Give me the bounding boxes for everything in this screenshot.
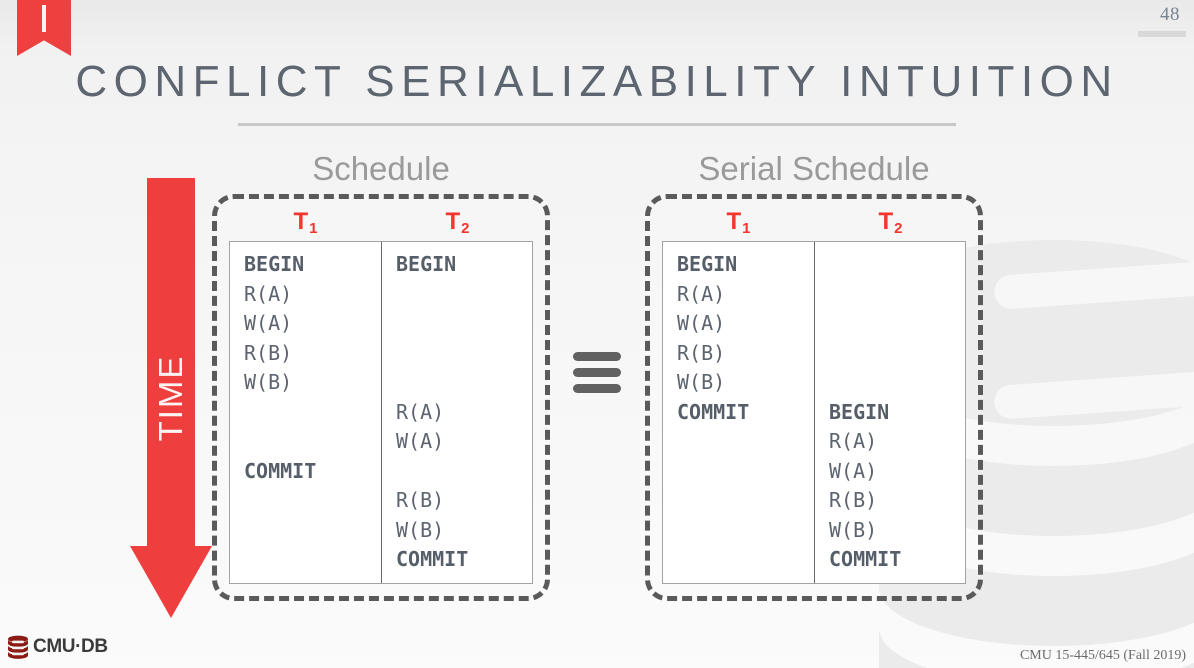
schedule-op: R(B) [677, 340, 726, 365]
slide-number: 48 [1160, 4, 1180, 25]
schedule-op-blank [396, 457, 532, 487]
schedule-op-blank [244, 545, 381, 575]
cmu-db-logo: CMU·DB [5, 634, 108, 660]
txn-header-t2-subscript: 2 [461, 220, 470, 237]
schedule-op: COMMIT [829, 547, 902, 571]
schedule-op: W(B) [677, 370, 726, 394]
database-cylinder-icon [8, 635, 28, 659]
transaction-headers: T1 T2 [662, 207, 966, 241]
page-title: CONFLICT SERIALIZABILITY INTUITION [75, 57, 1119, 106]
txn-header-t2: T2 [814, 207, 966, 241]
equivalent-to-symbol [573, 352, 621, 393]
txn-header-t1-subscript: 1 [309, 220, 318, 237]
schedule-op: R(A) [677, 281, 726, 306]
serial-schedule-column-t2: BEGIN R(A) W(A) R(B) W(B) COMMIT [814, 242, 965, 583]
txn-header-t2: T2 [381, 207, 533, 241]
down-arrow-icon [130, 546, 212, 618]
schedule-op: BEGIN [244, 252, 305, 276]
panel-title: Schedule [312, 150, 450, 187]
schedule-op-blank [244, 427, 381, 457]
txn-header-t1-label: T [293, 208, 309, 235]
schedule-op-blank [829, 368, 965, 398]
ribbon-tick [42, 5, 46, 32]
txn-header-t2-subscript: 2 [894, 220, 903, 237]
schedule-op-blank [677, 545, 814, 575]
schedule-op: W(A) [677, 311, 726, 335]
schedule-op: W(A) [396, 429, 445, 453]
schedule-op-blank [677, 516, 814, 546]
serial-schedule-column-t1: BEGIN R(A) W(A) R(B) W(B) COMMIT [663, 242, 814, 583]
time-arrow: TIME [130, 178, 212, 618]
equiv-bar-1 [573, 352, 621, 361]
schedule-op-blank [396, 280, 532, 310]
schedule-op: COMMIT [677, 399, 750, 424]
schedule-op-blank [829, 250, 965, 280]
time-axis-label: TIME [152, 354, 189, 442]
equiv-bar-2 [573, 368, 621, 377]
schedule-op: R(B) [829, 488, 878, 512]
schedule-op-blank [244, 398, 381, 428]
equiv-bar-3 [573, 384, 621, 393]
title-underline [238, 123, 956, 126]
ribbon-marker [17, 0, 71, 56]
schedule-op: R(A) [829, 429, 878, 453]
schedule-op: W(B) [244, 370, 293, 394]
schedule-column-t2: BEGIN R(A) W(A) R(B) W(B) COMMIT [381, 242, 532, 583]
schedule-op-blank [244, 516, 381, 546]
schedule-op: R(B) [244, 340, 293, 365]
schedule-op: W(A) [244, 311, 293, 335]
schedule-op-blank [677, 427, 814, 457]
schedule-op: BEGIN [829, 399, 890, 424]
schedule-op-blank [396, 309, 532, 339]
schedule-op-blank [829, 280, 965, 310]
time-arrow-shaft [147, 178, 195, 550]
schedule-op-blank [244, 486, 381, 516]
txn-header-t2-label: T [445, 208, 461, 235]
transaction-headers: T1 T2 [229, 207, 533, 241]
schedule-op: R(A) [244, 281, 293, 306]
schedule-op: BEGIN [677, 252, 738, 276]
schedule-op-blank [829, 309, 965, 339]
txn-header-t1-subscript: 1 [742, 220, 751, 237]
txn-header-t2-label: T [878, 208, 894, 235]
schedule-op: W(B) [829, 517, 878, 542]
schedule-op-blank [396, 339, 532, 369]
schedule-op-blank [677, 486, 814, 516]
schedule-table: BEGIN R(A) W(A) R(B) W(B) COMMIT BEGIN R(A) W… [229, 241, 533, 584]
schedule-op: W(A) [829, 458, 878, 483]
course-footer: CMU 15-445/645 (Fall 2019) [1019, 648, 1186, 663]
schedule-op: COMMIT [396, 547, 469, 571]
serial-schedule-table: BEGIN R(A) W(A) R(B) W(B) COMMIT BEGIN R(A) W(A… [662, 241, 966, 584]
schedule-op: R(B) [396, 488, 445, 512]
schedule-op: COMMIT [244, 458, 317, 483]
schedule-op-blank [677, 457, 814, 487]
schedule-op: W(B) [396, 517, 445, 542]
txn-header-t1: T1 [229, 207, 381, 241]
schedule-op-blank [396, 368, 532, 398]
schedule-column-t1: BEGIN R(A) W(A) R(B) W(B) COMMIT [230, 242, 381, 583]
schedule-op: R(A) [396, 399, 445, 424]
slide-number-rule [1138, 31, 1186, 37]
txn-header-t1: T1 [662, 207, 814, 241]
txn-header-t1-label: T [726, 208, 742, 235]
panel-title: Serial Schedule [698, 150, 930, 187]
schedule-op-blank [829, 339, 965, 369]
schedule-op: BEGIN [396, 252, 457, 276]
cmu-db-logo-text: CMU·DB [33, 636, 108, 657]
